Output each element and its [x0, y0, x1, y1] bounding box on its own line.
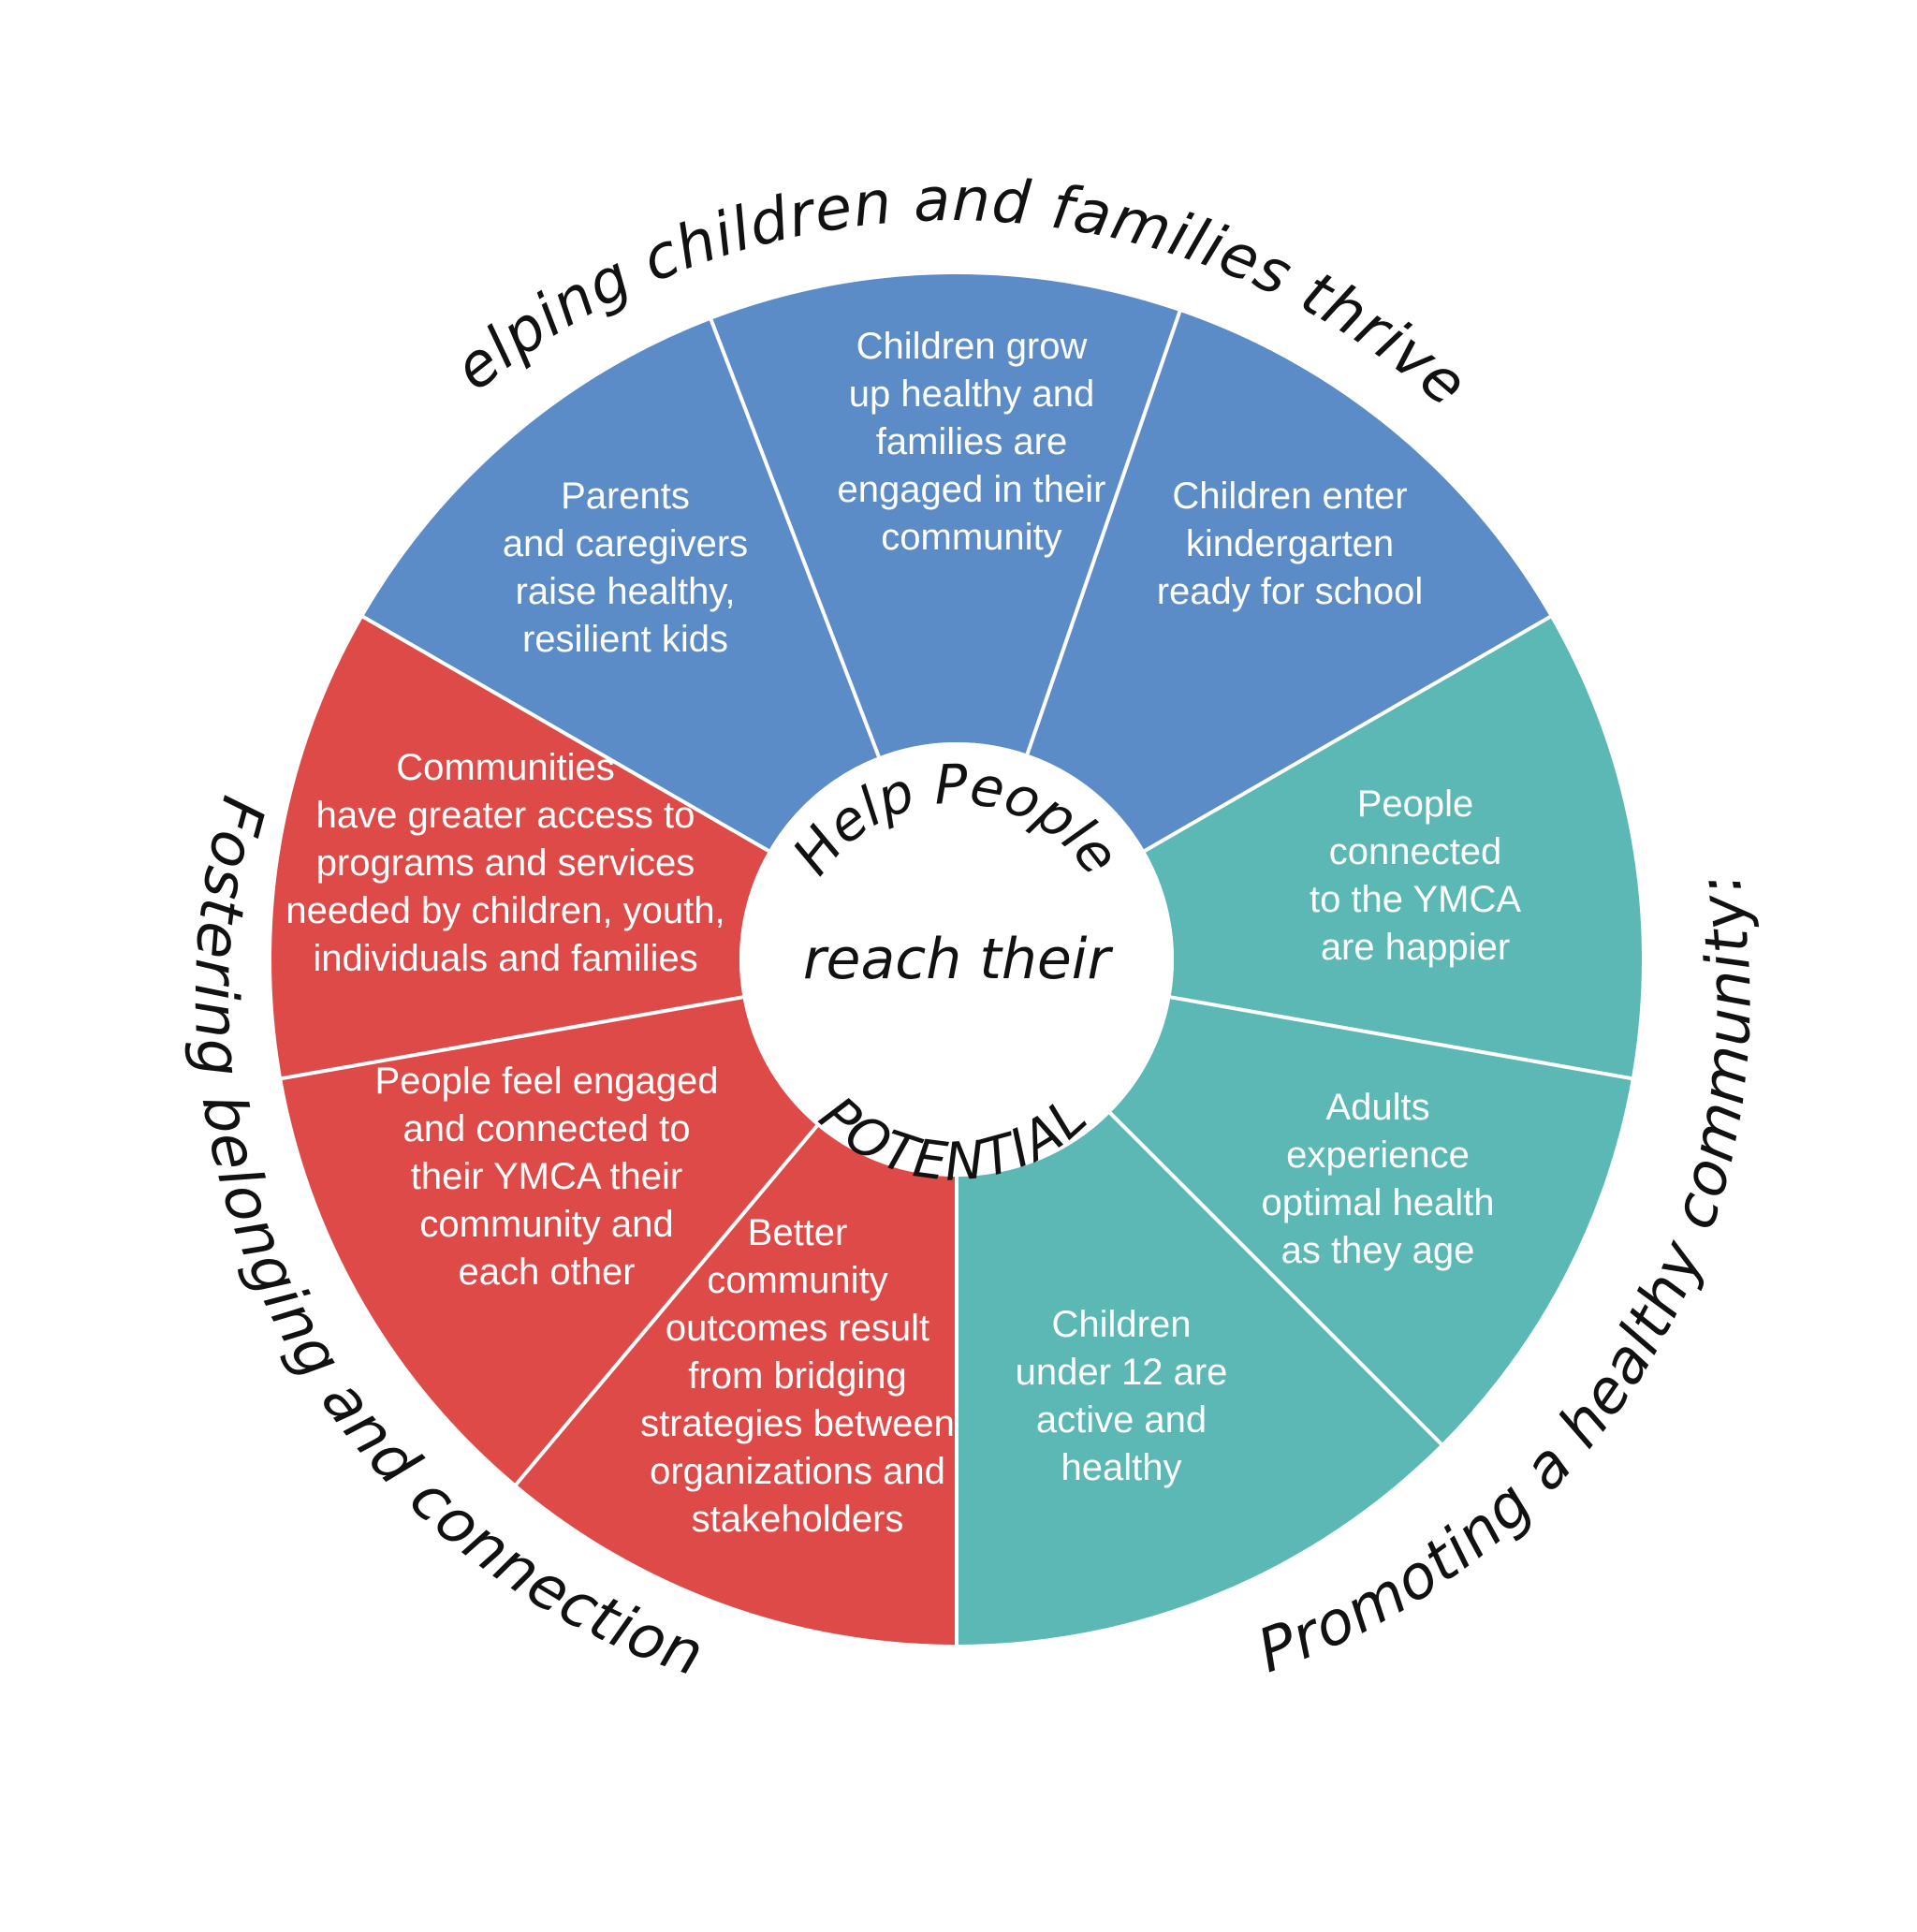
segment-label-line: kindergarten: [1186, 523, 1394, 564]
segment-kindergarten: [1027, 311, 1550, 852]
segment-label-line: Better: [748, 1212, 848, 1253]
segment-label-line: Children enter: [1172, 476, 1407, 517]
segment-label-line: connected: [1329, 831, 1502, 872]
segment-bridging: [516, 1125, 957, 1645]
segment-label-line: their YMCA their: [411, 1156, 683, 1197]
segment-label-children-active: Children under 12 are active and healthy: [1016, 1304, 1228, 1488]
segment-label-line: as they age: [1281, 1230, 1475, 1271]
segment-label-line: each other: [458, 1251, 635, 1293]
segment-divider: [360, 614, 770, 853]
segment-labels: Parents and caregivers raise healthy, resil…: [285, 326, 1521, 1540]
segment-label-line: optimal health: [1261, 1182, 1494, 1223]
segment-label-line: healthy: [1061, 1447, 1182, 1488]
segment-label-children-grow: Children grow up healthy and families are e…: [838, 326, 1106, 558]
segment-label-line: People: [1357, 783, 1474, 825]
segment-label-line: organizations and: [650, 1451, 945, 1492]
segment-children-grow: [710, 274, 1180, 757]
segment-label-line: engaged in their: [838, 469, 1106, 510]
segment-label-line: ready for school: [1157, 571, 1424, 612]
center-title-line2: reach their: [803, 927, 1114, 992]
segment-label-line: resilient kids: [522, 619, 728, 660]
segment-label-line: People feel engaged: [375, 1061, 719, 1102]
segment-access: [271, 617, 769, 1079]
segment-label-line: Communities: [396, 747, 614, 788]
segment-divider: [513, 1124, 819, 1487]
segment-label-line: raise healthy,: [516, 571, 736, 612]
segment-divider: [1170, 995, 1634, 1081]
segment-divider: [279, 995, 743, 1081]
segment-label-line: Parents: [561, 476, 690, 517]
segment-label-line: Adults: [1325, 1087, 1429, 1128]
segment-label-kindergarten: Children enter kindergarten ready for scho…: [1157, 476, 1424, 612]
segment-label-line: strategies between: [640, 1403, 955, 1444]
segment-dividers: [279, 309, 1634, 1647]
segment-divider: [1108, 1111, 1444, 1447]
segment-parents: [363, 319, 879, 851]
segment-label-line: from bridging: [688, 1355, 906, 1397]
segment-label-line: community: [881, 517, 1061, 558]
segment-divider: [709, 317, 881, 758]
segment-label-line: to the YMCA: [1310, 879, 1521, 920]
segment-label-adults-health: Adults experience optimal health as they ag…: [1261, 1087, 1494, 1271]
segment-label-line: experience: [1286, 1134, 1470, 1176]
segment-label-line: and connected to: [403, 1108, 691, 1149]
segment-label-line: active and: [1036, 1399, 1207, 1441]
segment-divider: [1143, 614, 1553, 853]
segment-label-line: stakeholders: [692, 1499, 904, 1540]
segment-children-active: [957, 1113, 1441, 1645]
wheel-segments: [271, 274, 1642, 1645]
segment-label-line: Children grow: [856, 326, 1088, 367]
segment-divider: [1025, 309, 1182, 755]
segment-label-line: community and: [419, 1204, 673, 1245]
segment-label-line: community: [707, 1260, 887, 1301]
center-hub: [739, 742, 1174, 1177]
segment-label-line: individuals and families: [313, 938, 697, 979]
segment-label-ymca-happier: People connected to the YMCA are happier: [1310, 783, 1521, 968]
segment-label-line: have greater access to: [316, 795, 695, 836]
segment-label-line: outcomes result: [666, 1308, 929, 1349]
segment-label-bridging: Better community outcomes result from bridg…: [640, 1212, 955, 1540]
segment-label-line: families are: [876, 421, 1068, 462]
segment-label-line: up healthy and: [849, 373, 1094, 415]
segment-ymca-happier: [1144, 617, 1642, 1079]
segment-label-line: needed by children, youth,: [285, 890, 724, 931]
segment-label-line: Children: [1052, 1304, 1192, 1345]
segment-label-access: Communities have greater access to program…: [285, 747, 724, 979]
segment-label-line: programs and services: [316, 842, 695, 884]
segment-adults-health: [1110, 997, 1632, 1444]
segment-label-parents: Parents and caregivers raise healthy, resil…: [503, 476, 748, 660]
segment-label-engaged: People feel engaged and connected to their…: [375, 1061, 719, 1293]
segment-label-line: are happier: [1321, 927, 1510, 968]
segment-label-line: under 12 are: [1016, 1352, 1228, 1393]
segment-label-line: and caregivers: [503, 523, 748, 564]
segment-engaged: [282, 997, 817, 1485]
